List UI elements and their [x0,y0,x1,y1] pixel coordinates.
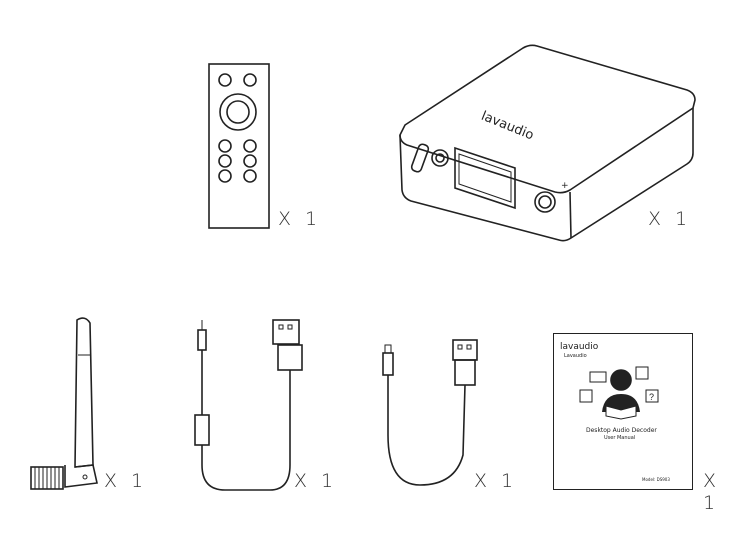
micro-usb-cable-illustration [382,339,478,486]
micro-usb-cable [375,335,480,500]
manual-model: Model: DS903 [642,477,670,482]
svg-text:?: ? [649,392,654,402]
svg-text:+: + [561,181,569,191]
antenna-quantity: X 1 [104,470,148,492]
remote-control [205,60,275,230]
antenna-illustration [30,317,98,490]
manual-subtitle: User Manual [604,435,636,441]
device-logo: lavaudio [479,109,536,144]
decoder-illustration: + lavaudio [399,44,696,242]
usb-power-cable-illustration [194,319,303,491]
remote-quantity: X 1 [278,208,322,230]
manual-illustration: ? [579,366,659,420]
usb-power-cable [180,315,303,495]
decoder-quantity: X 1 [648,208,692,230]
remote-control-illustration [208,63,270,229]
antenna [25,315,105,495]
user-manual-quantity: X 1 [703,470,721,514]
micro-usb-cable-quantity: X 1 [474,470,518,492]
manual-title: Desktop Audio Decoder [586,427,657,434]
usb-power-cable-quantity: X 1 [294,470,338,492]
manual-brand: lavaudio [560,342,599,352]
user-manual: lavaudio Lavaudio ? Desktop Audio Decode… [553,333,693,490]
decoder-device: + lavaudio [395,40,705,242]
manual-brand-sub: Lavaudio [564,353,587,359]
